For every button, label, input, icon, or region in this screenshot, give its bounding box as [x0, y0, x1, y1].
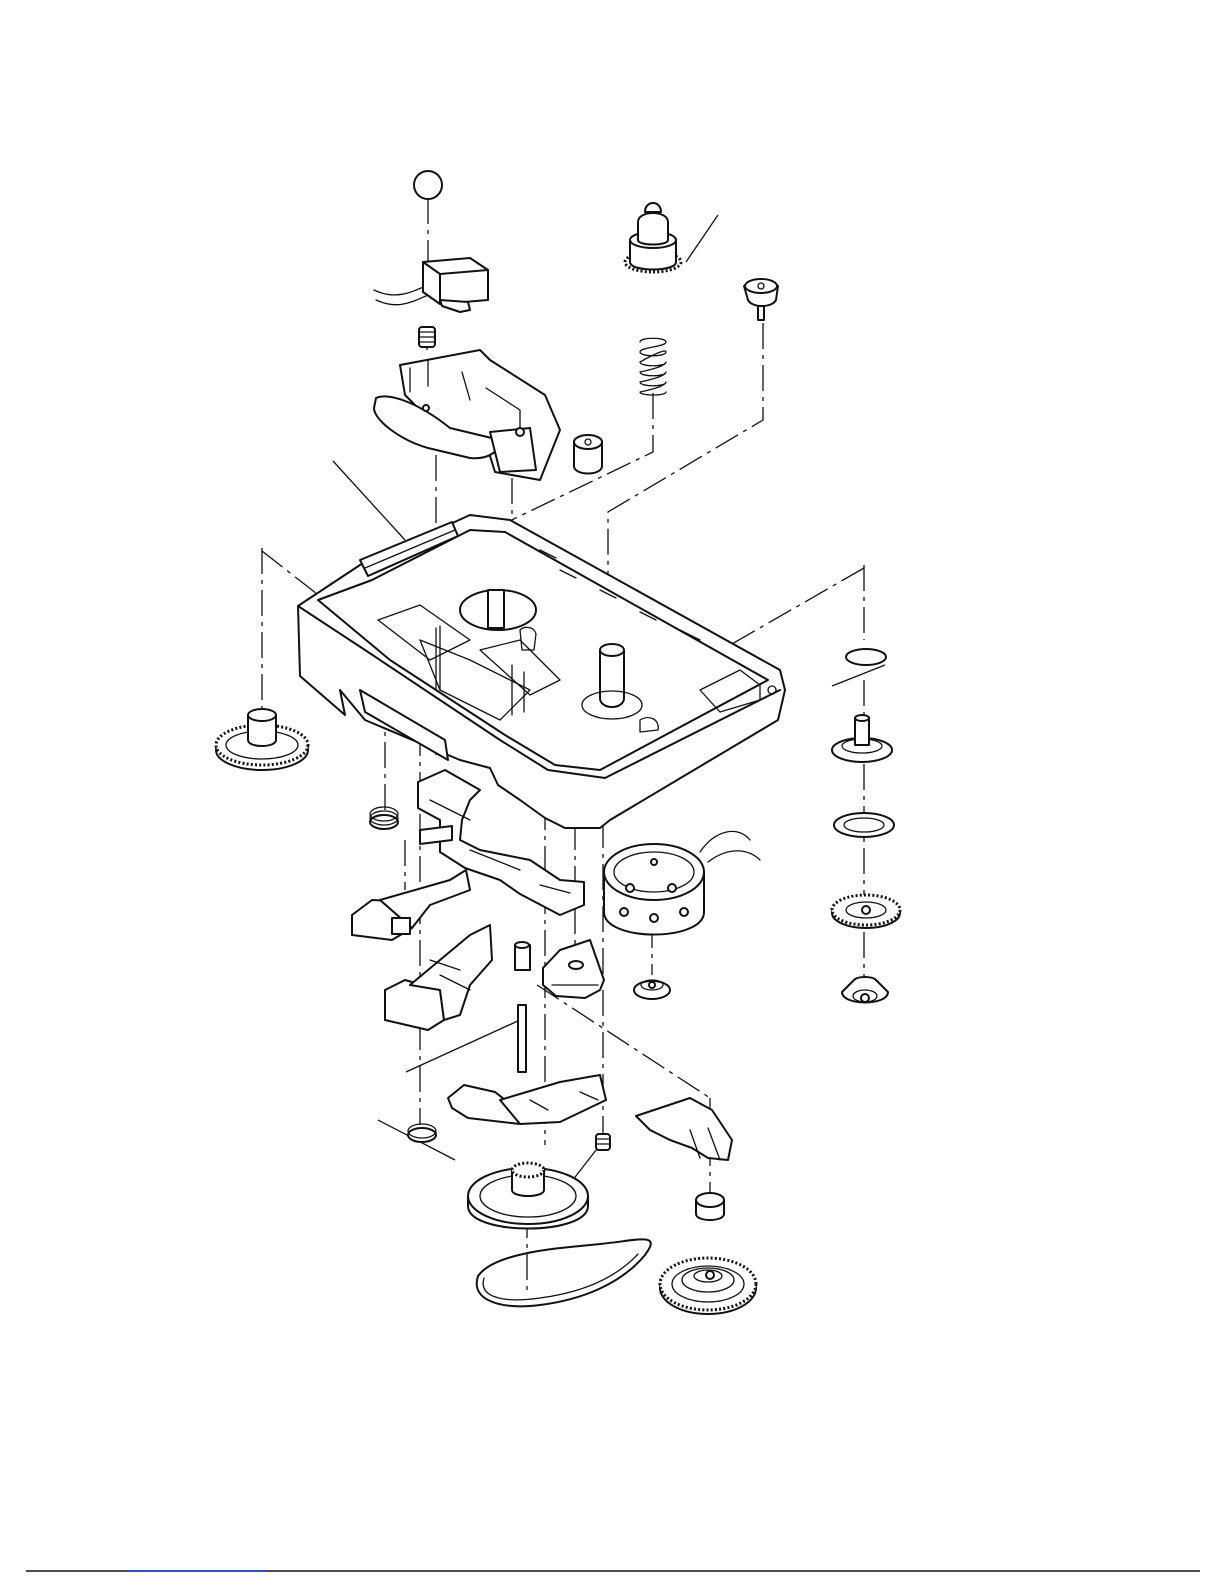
- reel-gear-left: [216, 709, 308, 770]
- motor-bushing: [634, 980, 670, 999]
- capstan-cap: [625, 203, 681, 272]
- take-up-gear: [660, 1258, 756, 1314]
- reel-cap: [744, 279, 778, 320]
- torsion-spring: [636, 1098, 732, 1160]
- drive-belt: [477, 1239, 651, 1306]
- reference-circle: [414, 171, 442, 199]
- coil-spring: [370, 807, 398, 829]
- idler-bracket: [543, 940, 604, 998]
- flywheel: [468, 1163, 588, 1229]
- reel-gear-right: [832, 895, 900, 928]
- reel-bushing: [842, 977, 888, 1003]
- flywheel-shaft: [515, 942, 530, 1072]
- drive-motor: [604, 831, 760, 934]
- head-assembly: [374, 258, 488, 312]
- reel-washer: [834, 813, 894, 837]
- play-button: [352, 870, 470, 940]
- reel-shaft: [832, 715, 892, 762]
- flywheel-bushing: [696, 1193, 724, 1220]
- function-lever: [448, 1075, 606, 1124]
- polywasher: [408, 1124, 436, 1142]
- pinch-roller: [574, 435, 602, 474]
- small-spring: [596, 1134, 610, 1150]
- head-base-plate: [374, 350, 560, 480]
- head-spring: [419, 327, 435, 347]
- washer-top: [846, 649, 886, 665]
- ff-button: [385, 925, 492, 1030]
- compression-spring: [640, 338, 666, 395]
